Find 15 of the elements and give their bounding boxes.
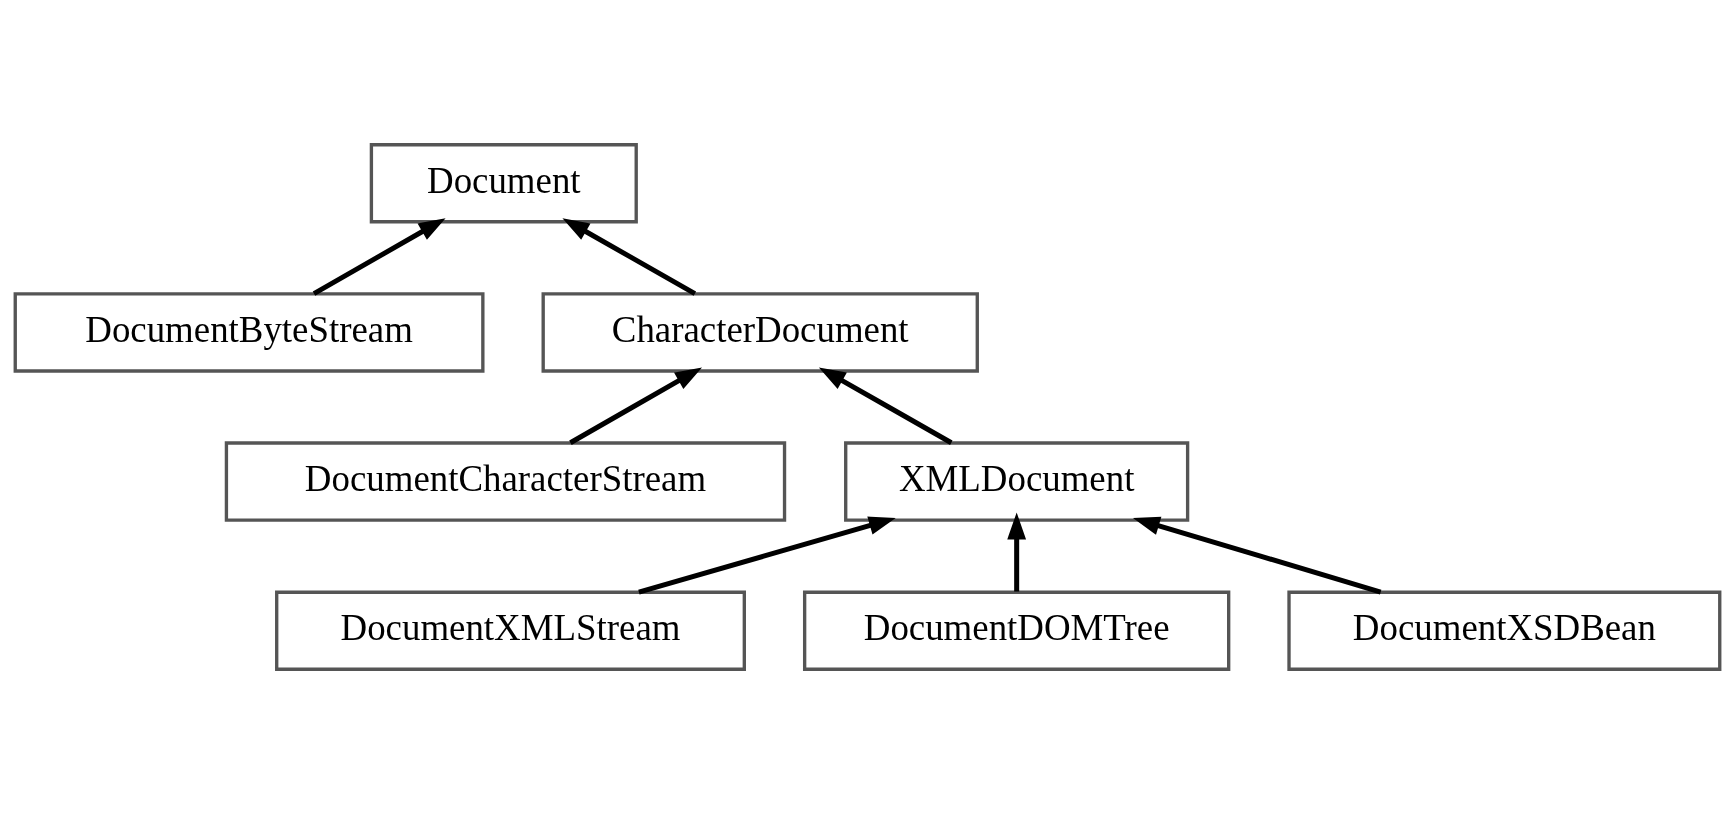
node-box: DocumentXMLStream	[275, 590, 746, 671]
arrow	[562, 217, 697, 296]
node-box: DocumentCharacterStream	[224, 440, 787, 522]
arrow	[818, 366, 953, 445]
arrow	[1132, 516, 1382, 594]
arrow	[1007, 512, 1027, 592]
node-box: XMLDocument	[844, 440, 1190, 522]
arrow	[569, 366, 703, 445]
arrow	[312, 217, 446, 296]
arrow	[638, 516, 896, 594]
node-box: DocumentXSDBean	[1287, 590, 1722, 671]
node-box: Document	[369, 142, 638, 223]
node-box: DocumentByteStream	[13, 291, 485, 373]
node-box: DocumentDOMTree	[802, 590, 1231, 671]
node-box: CharacterDocument	[541, 291, 979, 373]
